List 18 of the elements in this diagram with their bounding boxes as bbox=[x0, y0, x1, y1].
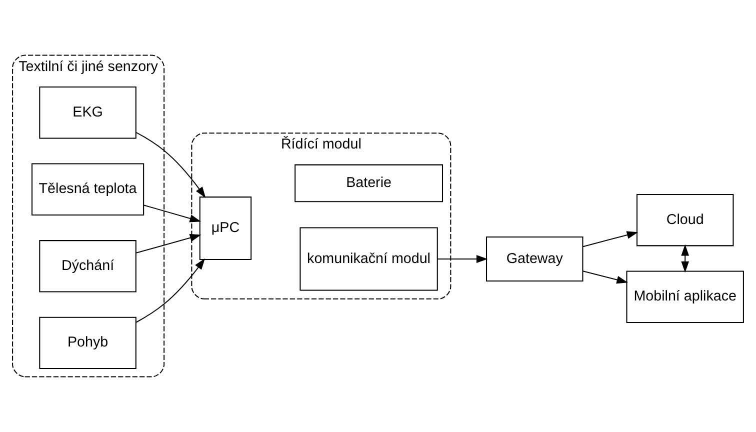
arrow bbox=[582, 231, 638, 248]
node-box: EKG bbox=[39, 86, 136, 139]
arrow bbox=[136, 258, 206, 323]
arrow bbox=[582, 270, 628, 284]
arrow bbox=[681, 244, 690, 273]
node-box: Dýchání bbox=[39, 240, 136, 292]
arrow bbox=[136, 234, 202, 254]
arrow bbox=[143, 204, 202, 222]
node-box: Baterie bbox=[294, 164, 443, 202]
node-box: Mobilní aplikace bbox=[626, 270, 744, 323]
node-box: Gateway bbox=[486, 236, 584, 282]
arrow bbox=[136, 132, 206, 198]
node-box: Pohyb bbox=[39, 316, 136, 370]
arrow bbox=[437, 255, 488, 263]
node-box: komunikační modul bbox=[300, 227, 438, 291]
node-box: Cloud bbox=[636, 194, 734, 246]
node-box: Tělesná teplota bbox=[31, 163, 144, 216]
node-box: μPC bbox=[199, 196, 252, 260]
